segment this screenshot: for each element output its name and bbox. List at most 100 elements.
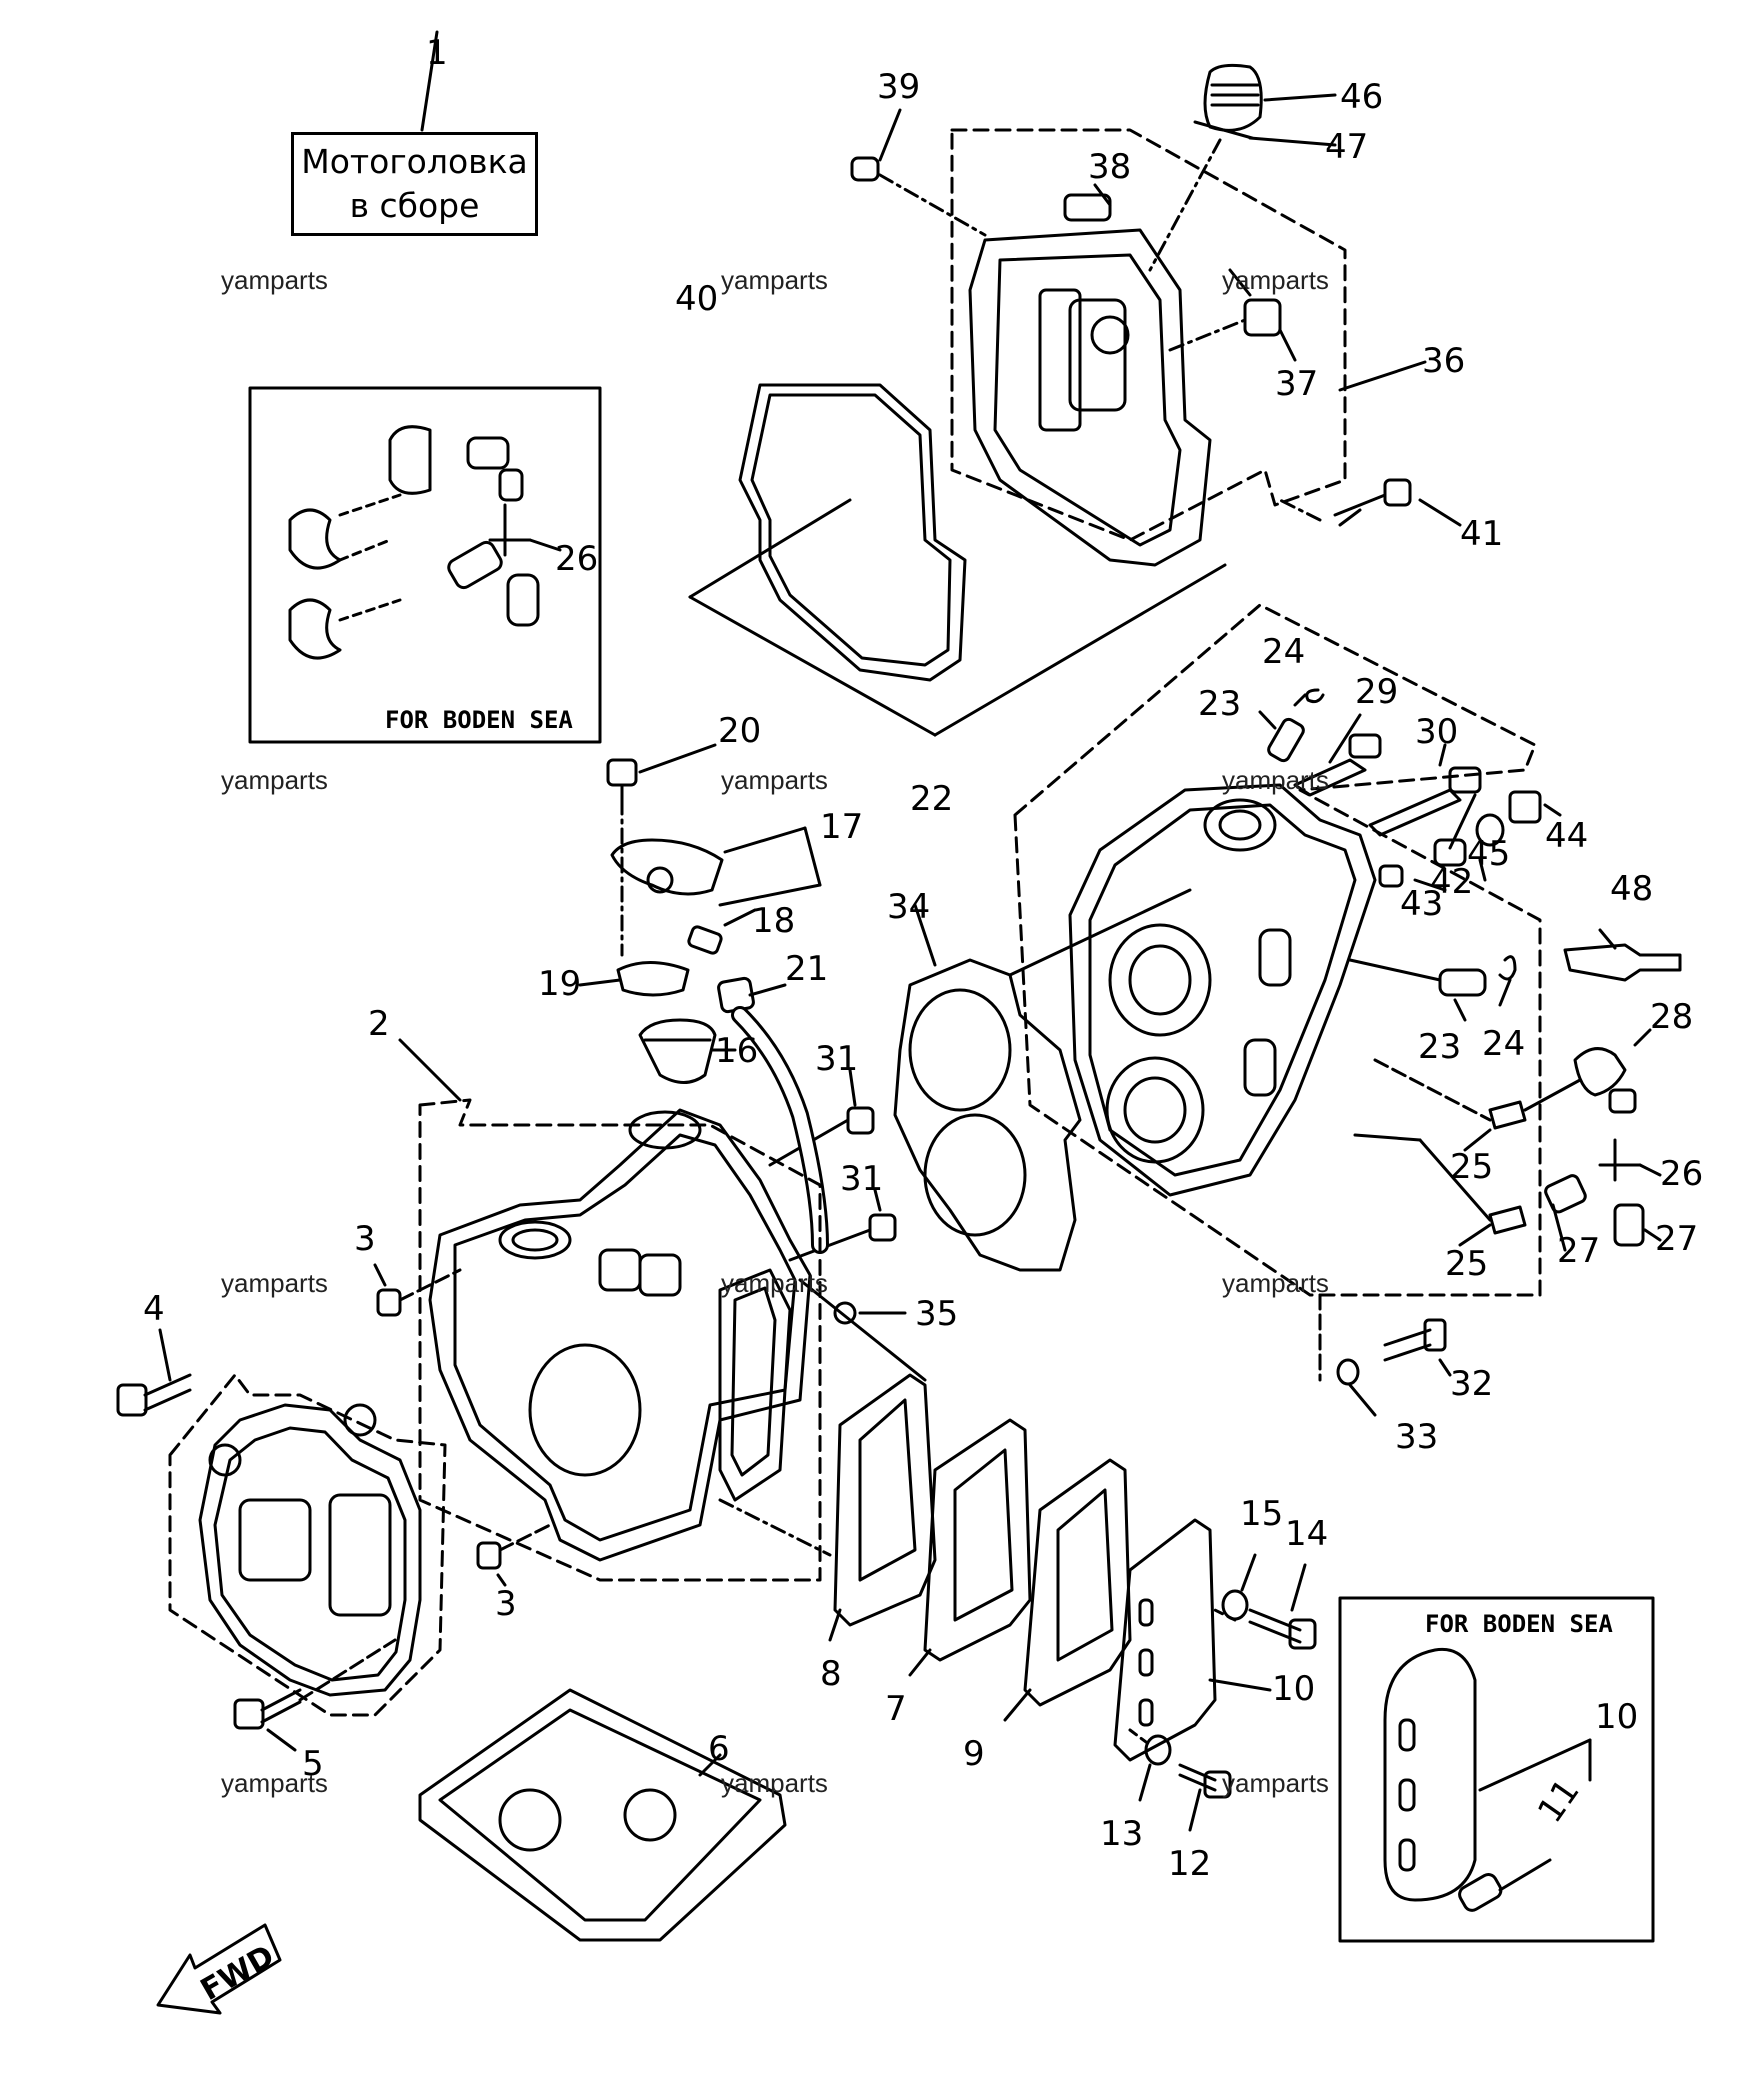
callout-37: 37 bbox=[1275, 364, 1318, 404]
inset-right-label: FOR BODEN SEA bbox=[1425, 1610, 1613, 1638]
callout-32: 32 bbox=[1450, 1364, 1493, 1404]
fitting-25a bbox=[1488, 1100, 1527, 1130]
callout-26a: 26 bbox=[555, 539, 598, 579]
callout-34: 34 bbox=[887, 887, 930, 927]
watermark: yamparts bbox=[221, 265, 328, 295]
plate-7 bbox=[923, 1418, 1032, 1662]
callout-28: 28 bbox=[1650, 997, 1693, 1037]
title-line-1: Мотоголовка bbox=[301, 142, 528, 181]
hose-27a bbox=[1544, 1174, 1587, 1214]
leader-40 bbox=[688, 498, 852, 599]
assembly-box-22 bbox=[1013, 603, 1542, 1297]
callout-6: 6 bbox=[708, 1729, 730, 1769]
cylinder-block bbox=[428, 1108, 812, 1562]
bolt-5 bbox=[233, 1638, 397, 1752]
callout-22: 22 bbox=[910, 779, 953, 819]
callout-8: 8 bbox=[820, 1654, 842, 1694]
callout-31a: 31 bbox=[815, 1039, 858, 1079]
bolt-39 bbox=[850, 156, 987, 237]
bolt-32 bbox=[1383, 1328, 1432, 1362]
callout-42: 42 bbox=[1430, 862, 1473, 902]
callout-27a: 27 bbox=[1557, 1231, 1600, 1271]
gasket-40 bbox=[738, 383, 967, 682]
callout-10a: 10 bbox=[1272, 1669, 1315, 1709]
part-38 bbox=[1063, 193, 1112, 222]
thermostat-cover-17 bbox=[610, 838, 724, 896]
callout-19: 19 bbox=[538, 964, 581, 1004]
callout-14: 14 bbox=[1285, 1514, 1328, 1554]
callout-13: 13 bbox=[1100, 1814, 1143, 1854]
dowel-31b bbox=[868, 1213, 897, 1242]
cover-10 bbox=[1113, 1518, 1217, 1762]
gasket-6 bbox=[418, 1688, 787, 1942]
bolt-41 bbox=[1278, 478, 1462, 527]
assembly-box-crankcase bbox=[168, 1373, 447, 1717]
assembly-box-36 bbox=[950, 128, 1347, 542]
inset-left-box bbox=[248, 386, 602, 744]
watermark: yamparts bbox=[721, 265, 828, 295]
watermark: yamparts bbox=[221, 765, 328, 795]
watermark: yamparts bbox=[1222, 1268, 1329, 1298]
filler-cap-46 bbox=[1193, 63, 1263, 140]
fwd-arrow bbox=[156, 1923, 282, 2015]
watermark: yamparts bbox=[721, 1768, 828, 1798]
watermark: yamparts bbox=[1222, 265, 1329, 295]
head-cover bbox=[968, 228, 1212, 567]
callout-35: 35 bbox=[915, 1294, 958, 1334]
callout-25a: 25 bbox=[1450, 1147, 1493, 1187]
callout-11: 11 bbox=[1530, 1772, 1588, 1830]
callout-24b: 24 bbox=[1482, 1024, 1525, 1064]
title-line-2: в сборе bbox=[349, 186, 480, 225]
plate-9 bbox=[1023, 1458, 1132, 1707]
washer-33 bbox=[1336, 1358, 1360, 1386]
watermark: yamparts bbox=[1222, 1768, 1329, 1798]
callout-39: 39 bbox=[877, 67, 920, 107]
callout-44: 44 bbox=[1545, 816, 1588, 856]
callout-3b: 3 bbox=[495, 1584, 517, 1624]
callout-12: 12 bbox=[1168, 1844, 1211, 1884]
cylinder-head bbox=[1068, 783, 1377, 1197]
bolt-20 bbox=[606, 743, 717, 802]
callout-25b: 25 bbox=[1445, 1244, 1488, 1284]
plate-8 bbox=[833, 1373, 937, 1627]
callout-26b: 26 bbox=[1660, 1154, 1703, 1194]
part-23-top bbox=[1267, 717, 1305, 763]
callout-41: 41 bbox=[1460, 514, 1503, 554]
watermark: yamparts bbox=[721, 765, 828, 795]
part-18 bbox=[687, 925, 723, 955]
head-gasket-34 bbox=[893, 958, 1082, 1272]
watermark: yamparts bbox=[221, 1768, 328, 1798]
watermark: yamparts bbox=[221, 1268, 328, 1298]
callout-5: 5 bbox=[302, 1744, 324, 1784]
callout-23a: 23 bbox=[1198, 684, 1241, 724]
part-23-right bbox=[1438, 968, 1487, 997]
callout-labels: 1 2 3 3 4 5 6 7 8 9 10 10 11 12 13 14 15… bbox=[143, 33, 1703, 1884]
assembly-title-box: Мотоголовка в сборе bbox=[291, 132, 538, 236]
washer-15 bbox=[1221, 1589, 1249, 1621]
callout-48: 48 bbox=[1610, 869, 1653, 909]
callout-30: 30 bbox=[1415, 712, 1458, 752]
callout-17: 17 bbox=[820, 807, 863, 847]
assembly-box-2 bbox=[418, 1098, 822, 1582]
inset-right-box bbox=[1338, 1596, 1655, 1943]
callout-38: 38 bbox=[1088, 147, 1131, 187]
crankcase bbox=[198, 1403, 422, 1697]
dowel-31a bbox=[846, 1106, 875, 1135]
thermostat-16 bbox=[638, 1018, 717, 1084]
leader-1 bbox=[420, 30, 439, 132]
elbow-28 bbox=[1573, 1047, 1627, 1097]
callout-3a: 3 bbox=[354, 1219, 376, 1259]
watermark: yamparts bbox=[721, 1268, 828, 1298]
callout-47: 47 bbox=[1325, 127, 1368, 167]
callout-15: 15 bbox=[1240, 1494, 1283, 1534]
callout-31b: 31 bbox=[840, 1159, 883, 1199]
callout-7: 7 bbox=[885, 1689, 907, 1729]
inset-left-parts bbox=[288, 425, 562, 660]
hose-27b bbox=[1613, 1203, 1645, 1247]
callout-33: 33 bbox=[1395, 1417, 1438, 1457]
callout-23b: 23 bbox=[1418, 1027, 1461, 1067]
callout-9: 9 bbox=[963, 1734, 985, 1774]
bolt-4 bbox=[116, 1328, 192, 1417]
